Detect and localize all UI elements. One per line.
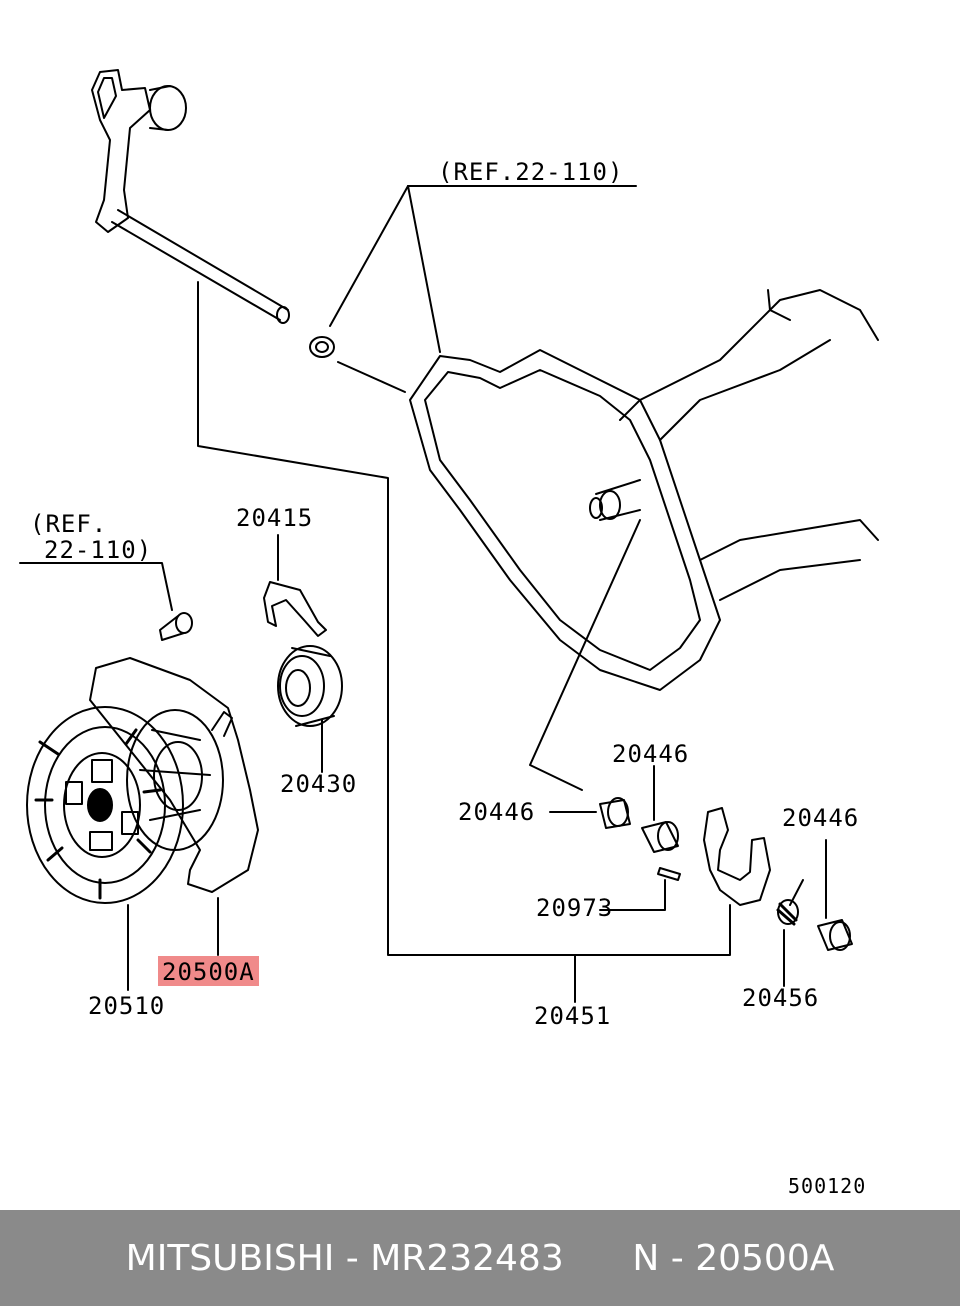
- transmission-housing-icon: [409, 289, 879, 691]
- clip-icon: [263, 581, 327, 637]
- clutch-disc-icon: [26, 706, 184, 904]
- part-info-footer: MITSUBISHI - MR232483 N - 20500A: [0, 1210, 960, 1306]
- release-fork-icon: [703, 807, 771, 906]
- spring-icon: [776, 899, 799, 926]
- part-label-20500a-highlighted[interactable]: 20500A: [158, 956, 259, 986]
- ref-label-top: (REF.22-110): [438, 158, 624, 186]
- part-label-20446-c[interactable]: 20446: [782, 804, 860, 832]
- release-bearing-icon: [277, 645, 343, 727]
- bolt-icon: [159, 612, 193, 641]
- diagram-number: 500120: [788, 1174, 867, 1198]
- pin-icon: [657, 867, 681, 881]
- part-label-20973[interactable]: 20973: [536, 894, 614, 922]
- part-label-20415[interactable]: 20415: [236, 504, 314, 532]
- bushing-icon-a: [599, 797, 631, 829]
- footer-text: MITSUBISHI - MR232483 N - 20500A: [125, 1237, 835, 1279]
- bushing-icon-b: [641, 821, 679, 853]
- part-label-20430[interactable]: 20430: [280, 770, 358, 798]
- part-label-20446-a[interactable]: 20446: [612, 740, 690, 768]
- leader-lines: [19, 185, 827, 1003]
- release-shaft-icon: [91, 69, 290, 324]
- oil-seal-icon: [309, 336, 335, 358]
- ref-label-left-2: 22-110): [44, 536, 153, 564]
- part-label-20510[interactable]: 20510: [88, 992, 166, 1020]
- parts-diagram: [19, 69, 879, 1003]
- part-label-20456[interactable]: 20456: [742, 984, 820, 1012]
- part-label-20446-b[interactable]: 20446: [458, 798, 536, 826]
- part-label-20451[interactable]: 20451: [534, 1002, 612, 1030]
- clutch-cover-icon: [89, 657, 259, 893]
- bushing-icon-c: [817, 919, 853, 951]
- ref-label-left-1: (REF.: [30, 510, 108, 538]
